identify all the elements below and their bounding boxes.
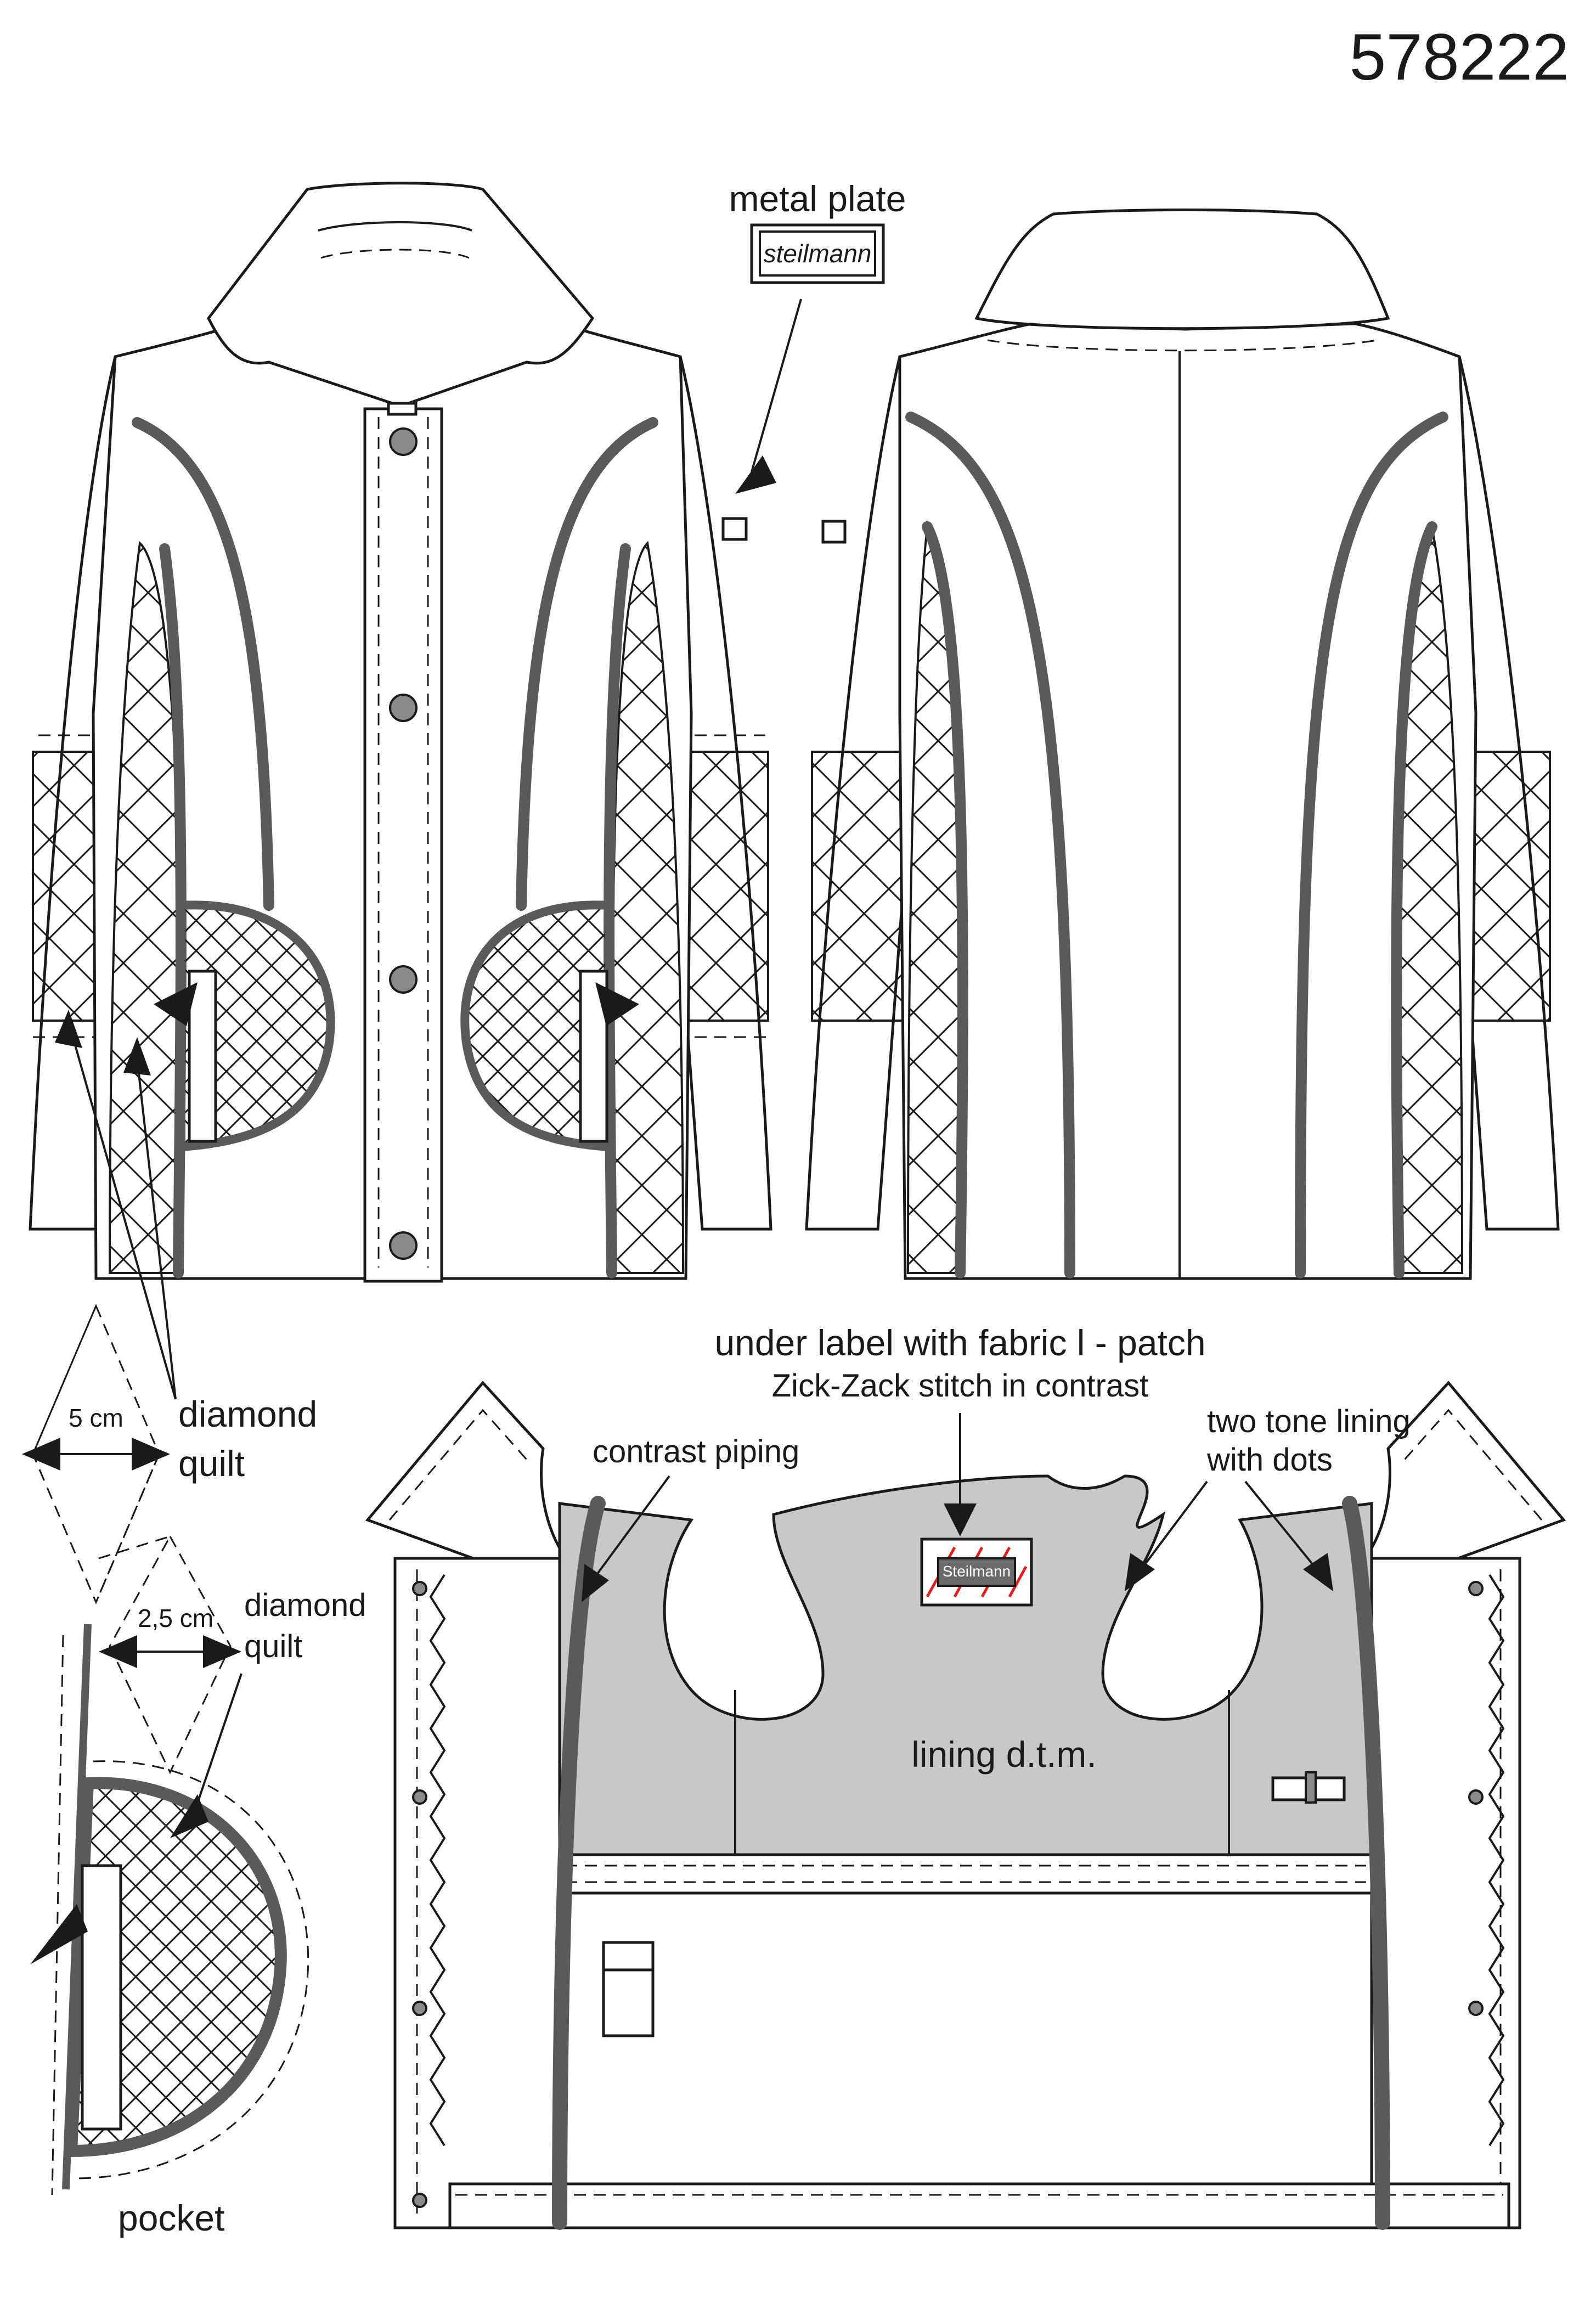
front-view (29, 182, 772, 1283)
svg-text:steilmann: steilmann (764, 239, 872, 268)
metal-plate-label: metal plate (729, 178, 906, 219)
front-left-side-quilt (108, 540, 184, 1274)
diamond-quilt-label-2b: quilt (244, 1629, 302, 1664)
diamond-quilt-detail-5cm: 5 cm (22, 1304, 170, 1604)
two-tone-lining-caption-1: two tone lining (1207, 1404, 1411, 1439)
pocket-detail-shape (65, 1777, 287, 2158)
diamond-quilt-label-1b: quilt (178, 1443, 245, 1484)
svg-text:2,5 cm: 2,5 cm (138, 1604, 213, 1632)
pocket-detail (30, 1624, 309, 2195)
under-label-caption: under label with fabric l - patch (714, 1322, 1205, 1363)
metal-plate-icon: steilmann (750, 223, 885, 284)
front-sleeve-metal-plate (721, 517, 748, 541)
back-body (898, 322, 1477, 1280)
inside-view (365, 1381, 1566, 2230)
inside-lining (558, 1474, 1373, 1856)
front-right-side-quilt (611, 540, 685, 1274)
diamond-quilt-detail-2-5cm: 2,5 cm (99, 1536, 241, 1775)
front-left-pocket (177, 900, 335, 1152)
button-4 (389, 1231, 418, 1260)
button-1 (389, 427, 418, 456)
back-collar (974, 209, 1390, 330)
svg-text:5 cm: 5 cm (69, 1404, 123, 1432)
diamond-quilt-label-2a: diamond (244, 1587, 366, 1623)
inside-left-facing (393, 1557, 561, 2229)
button-2 (389, 694, 418, 722)
under-label-patch: Steilmann (920, 1538, 1033, 1607)
contrast-piping-caption: contrast piping (593, 1434, 799, 1469)
lining-dtm-caption: lining d.t.m. (911, 1734, 1096, 1775)
zigzag-stitch-caption: Zick-Zack stitch in contrast (772, 1368, 1148, 1404)
front-collar (207, 182, 595, 408)
front-placket (363, 407, 443, 1283)
back-view (805, 209, 1560, 1280)
pocket-label: pocket (118, 2198, 224, 2238)
article-number: 578222 (1350, 20, 1569, 94)
diamond-quilt-label-1a: diamond (178, 1394, 317, 1434)
two-tone-lining-caption-2: with dots (1206, 1442, 1333, 1478)
button-3 (389, 965, 418, 994)
front-right-pocket (460, 900, 613, 1152)
inside-lower-lining (558, 1891, 1373, 2186)
svg-text:Steilmann: Steilmann (943, 1563, 1011, 1580)
